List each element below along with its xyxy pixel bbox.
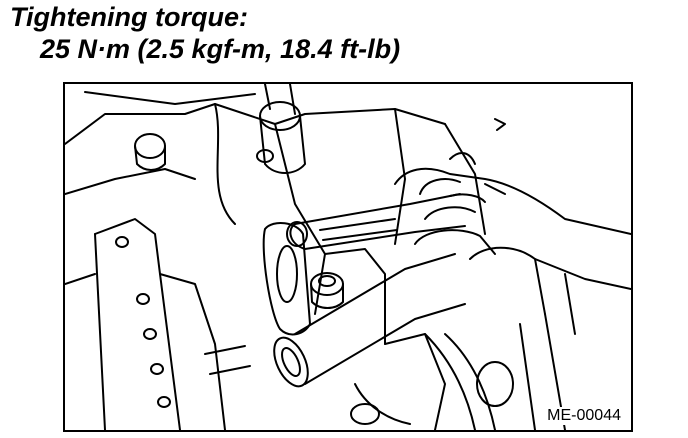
wrench-on-bolt-illustration	[65, 84, 631, 430]
mounting-bracket	[94, 218, 251, 430]
hand	[394, 118, 631, 335]
lower-components	[350, 313, 566, 430]
upper-pipe	[256, 101, 306, 174]
figure-code: ME-00044	[545, 407, 623, 425]
wrench	[286, 193, 466, 250]
pipe-flange	[262, 222, 311, 336]
flange-bolt	[310, 272, 344, 309]
torque-heading: Tightening torque:	[10, 2, 248, 32]
engine-block	[65, 84, 486, 430]
exhaust-pipe	[273, 253, 466, 388]
round-cap	[134, 133, 166, 171]
illustration-frame: ME-00044	[63, 82, 633, 432]
torque-specification: Tightening torque: 25 N·m (2.5 kgf-m, 18…	[10, 2, 400, 66]
torque-value: 25 N·m (2.5 kgf-m, 18.4 ft-lb)	[40, 33, 401, 64]
